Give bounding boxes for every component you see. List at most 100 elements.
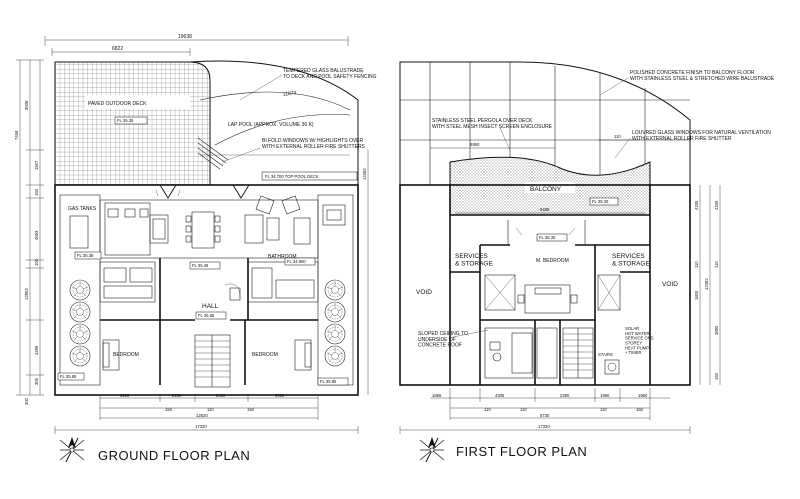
- dim-left-6: 100: [34, 258, 39, 266]
- dim-left-7: 12863: [24, 288, 29, 300]
- svg-text:110: 110: [694, 261, 699, 268]
- svg-text:FL 35.35: FL 35.35: [117, 118, 134, 123]
- svg-text:STAIRS: STAIRS: [598, 352, 613, 357]
- svg-text:110: 110: [614, 134, 621, 139]
- services-storage-right: SERVICES& STORAGE: [612, 253, 650, 267]
- hall-level: FL 35.55: [198, 313, 215, 318]
- dim-diagonal: 11873: [282, 90, 296, 98]
- svg-text:1960: 1960: [638, 393, 648, 398]
- svg-text:110: 110: [714, 261, 719, 268]
- svg-text:110: 110: [600, 407, 607, 412]
- ground-right-dimension: 12382: [362, 150, 369, 395]
- bathroom-label: BATHROOM: [268, 254, 297, 260]
- deck-level-tag: FL 35.35: [114, 116, 148, 125]
- svg-text:FL 34.700 TOP POOL DECK: FL 34.700 TOP POOL DECK: [265, 174, 319, 179]
- laundry-area: [99, 261, 156, 303]
- svg-text:BEDROOM: BEDROOM: [252, 352, 278, 358]
- first-floor-plan: 6950 110 POLISHED CONCRETE FINISH TO BAL…: [399, 61, 775, 463]
- balcony-dimension: 8485: [540, 207, 550, 212]
- first-bottom-dimensions: 1865 4305 2390 1980 1960 110 110 110 150…: [399, 388, 691, 434]
- dim-left-9: 306: [34, 377, 39, 385]
- master-bed: [517, 284, 578, 314]
- svg-text:110: 110: [484, 407, 491, 412]
- svg-text:150: 150: [636, 407, 644, 412]
- svg-text:2100: 2100: [172, 393, 182, 398]
- svg-text:6950: 6950: [470, 142, 480, 147]
- bath-level: FL 34.800: [287, 259, 306, 264]
- ground-left-dimensions: 7458 3938 1947 150 4693 100 12863 4499 3…: [14, 59, 44, 405]
- svg-text:12620: 12620: [196, 413, 208, 418]
- svg-text:GAS TANKS: GAS TANKS: [68, 206, 97, 212]
- ground-floor-plan: 19638 6822 7458 3938 19: [14, 34, 377, 463]
- sofa: [244, 214, 264, 244]
- first-right-dimensions: 4335 110 1800 12382 4335 110 3890 150: [694, 185, 721, 385]
- svg-text:4335: 4335: [714, 200, 719, 210]
- dim-deck-top: 6822: [112, 46, 123, 52]
- pool-level-tag: FL 34.700 TOP POOL DECK: [261, 171, 358, 181]
- dining-table: [191, 211, 215, 249]
- first-stairs: STAIRS: [562, 327, 613, 379]
- svg-text:12382: 12382: [704, 278, 709, 290]
- ground-top-dimensions: 19638 6822: [44, 34, 349, 56]
- north-arrow-ground: [59, 436, 85, 463]
- svg-text:3890: 3890: [714, 325, 719, 335]
- svg-text:FL 35.35: FL 35.35: [77, 253, 94, 258]
- svg-text:8730: 8730: [540, 413, 550, 418]
- north-arrow-first: [419, 436, 445, 463]
- deck-steps: [197, 137, 229, 170]
- wardrobes: [484, 220, 621, 311]
- svg-text:2390: 2390: [560, 393, 570, 398]
- polished-concrete-note: POLISHED CONCRETE FINISH TO BALCONY FLOO…: [599, 70, 775, 96]
- kitchen-island: [149, 214, 169, 244]
- svg-text:1865: 1865: [432, 393, 442, 398]
- first-floor-title: FIRST FLOOR PLAN: [456, 444, 587, 459]
- svg-text:FL 35.85: FL 35.85: [60, 374, 77, 379]
- svg-text:110: 110: [520, 407, 527, 412]
- master-bedroom-label: M. BEDROOM: [536, 258, 569, 264]
- dim-left-5: 4693: [34, 230, 39, 240]
- svg-text:LOUVRED GLASS WINDOWS FOR NATU: LOUVRED GLASS WINDOWS FOR NATURAL VENTIL…: [632, 130, 771, 142]
- ground-bottom-dimensions: 3998 2100 2390 3998 150 110 150 12620 17…: [54, 393, 359, 434]
- ground-stairs: [194, 334, 231, 388]
- svg-text:12382: 12382: [362, 168, 367, 180]
- gas-tanks: GAS TANKS: [68, 206, 97, 249]
- kitchen-level-tag: FL 35.45: [189, 261, 221, 270]
- void-right-label: VOID: [662, 281, 678, 288]
- lap-pool: [189, 60, 359, 186]
- deck-label: PAVED OUTDOOR DECK: [88, 101, 147, 107]
- dim-left-2: 3938: [24, 100, 29, 110]
- pergola-grid: 6950 110: [399, 61, 691, 186]
- svg-text:FL 35.45: FL 35.45: [192, 263, 209, 268]
- svg-text:4335: 4335: [694, 200, 699, 210]
- kitchen-living-area: [99, 184, 346, 259]
- svg-text:4305: 4305: [495, 393, 505, 398]
- hall-area: HALL FL 35.55: [159, 258, 249, 320]
- bathroom-area: BATHROOM FL 34.800: [247, 254, 319, 303]
- ground-building-outline: [54, 184, 359, 396]
- svg-text:FL 38.30: FL 38.30: [539, 235, 556, 240]
- first-interior-walls: [450, 214, 650, 385]
- svg-text:17320: 17320: [195, 424, 207, 429]
- dim-left-1: 7458: [14, 130, 19, 140]
- dim-left-8: 4499: [34, 345, 39, 355]
- bedroom-right: BEDROOM FL 35.85: [230, 319, 349, 386]
- services-storage-left: SERVICES& STORAGE: [455, 253, 493, 267]
- dim-left-10: 300: [24, 397, 29, 405]
- lap-pool-label: LAP POOL (APPROX. VOLUME 36 K): [228, 122, 314, 128]
- svg-text:3998: 3998: [120, 393, 130, 398]
- bedroom-left: BEDROOM FL 35.85: [57, 319, 195, 385]
- svg-text:150: 150: [247, 407, 255, 412]
- svg-text:150: 150: [165, 407, 173, 412]
- dim-left-4: 150: [34, 188, 39, 196]
- dim-left-3: 1947: [34, 160, 39, 170]
- svg-text:110: 110: [207, 407, 214, 412]
